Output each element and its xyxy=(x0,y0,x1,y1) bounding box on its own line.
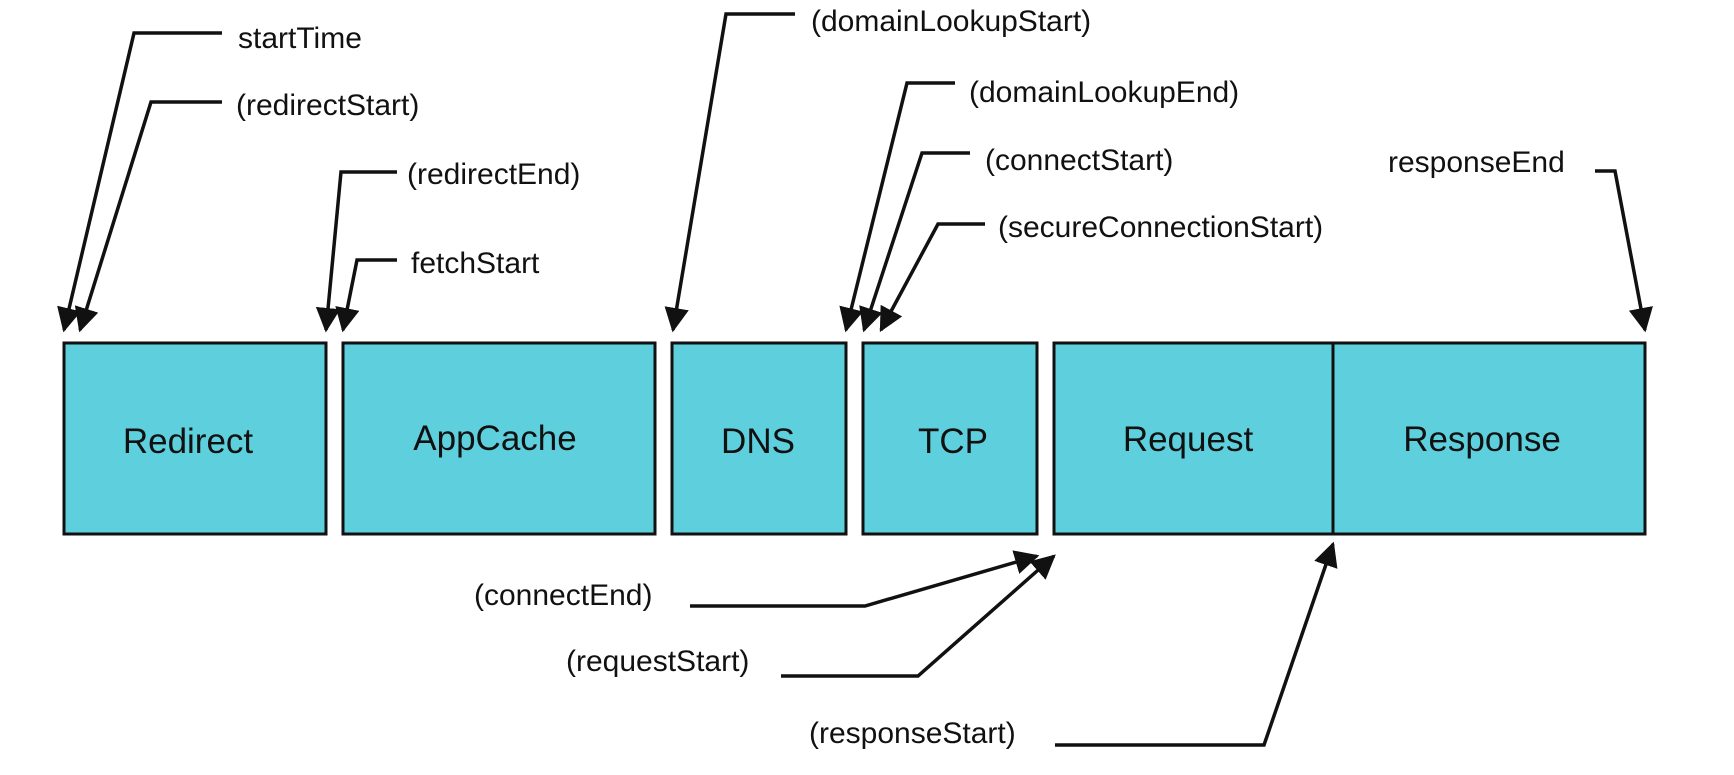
appcache-phase-label: AppCache xyxy=(413,419,576,458)
redirect-start-arrow xyxy=(74,100,222,333)
response-end-arrow xyxy=(1595,169,1653,333)
response-start-arrow xyxy=(1055,541,1338,747)
tcp-phase-box xyxy=(861,341,1039,536)
redirect-end-arrow xyxy=(315,170,397,333)
fetch-start-arrow xyxy=(335,258,397,333)
connect-end-arrow xyxy=(690,550,1040,608)
response-end-label: responseEnd xyxy=(1388,146,1565,179)
start-time-arrow xyxy=(57,31,222,333)
request-start-arrow xyxy=(781,554,1056,678)
domain-lookup-start-arrow xyxy=(664,12,795,333)
connect-start-label: (connectStart) xyxy=(985,144,1173,177)
redirect-end-label: (redirectEnd) xyxy=(407,158,580,191)
request-phase-box xyxy=(1052,341,1335,536)
tcp-phase-label: TCP xyxy=(918,422,988,461)
secure-connection-start-arrow xyxy=(879,222,985,333)
dns-phase-label: DNS xyxy=(721,422,795,461)
connect-start-arrow xyxy=(859,151,970,333)
appcache-phase-box xyxy=(341,341,657,536)
domain-lookup-end-arrow xyxy=(839,81,955,333)
domain-lookup-start-label: (domainLookupStart) xyxy=(811,5,1091,38)
request-start-label: (requestStart) xyxy=(566,645,749,678)
fetch-start-label: fetchStart xyxy=(411,247,540,280)
response-phase-label: Response xyxy=(1403,420,1561,459)
request-phase-label: Request xyxy=(1123,420,1254,459)
dns-phase-box xyxy=(670,341,848,536)
domain-lookup-end-label: (domainLookupEnd) xyxy=(969,76,1239,109)
redirect-phase-label: Redirect xyxy=(123,422,254,461)
response-start-label: (responseStart) xyxy=(809,717,1016,750)
response-phase-box xyxy=(1331,341,1647,536)
redirect-phase-box xyxy=(62,341,328,536)
start-time-label: startTime xyxy=(238,22,362,55)
redirect-start-label: (redirectStart) xyxy=(236,89,419,122)
secure-connection-start-label: (secureConnectionStart) xyxy=(998,211,1323,244)
connect-end-label: (connectEnd) xyxy=(474,579,652,612)
